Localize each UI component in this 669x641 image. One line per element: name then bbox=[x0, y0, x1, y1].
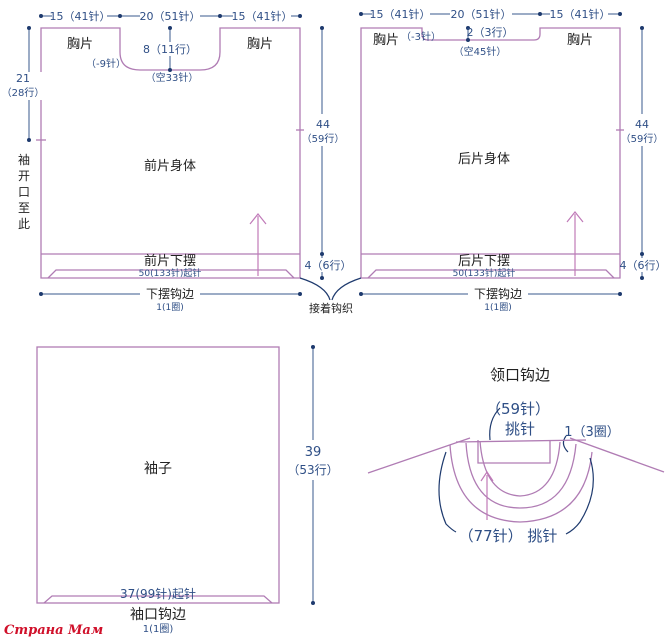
front-bottom-rounds: 1(1圈) bbox=[156, 302, 183, 313]
front-neck-decrease: （-9针） bbox=[86, 57, 126, 70]
front-bottom-label: 下摆钩边 bbox=[146, 287, 194, 301]
neckband-title: 领口钩边 bbox=[490, 366, 550, 384]
back-chest-right-label: 胸片 bbox=[567, 33, 593, 48]
back-neck-decrease: （-3针） bbox=[401, 30, 441, 43]
sleeve-cuff-rounds: 1(1圈) bbox=[143, 623, 174, 635]
front-hem-label: 前片下摆 bbox=[144, 253, 196, 269]
neck-outer-band bbox=[449, 444, 593, 523]
neckband-diagram: 领口钩边 （59针） 挑针 1（3圈） （77针） 挑针 bbox=[367, 366, 665, 545]
neck-bottom-leader-right bbox=[565, 457, 594, 535]
front-top-right-dim: 15（41针） bbox=[232, 9, 293, 23]
neck-rounds-leader bbox=[562, 435, 569, 453]
back-hem-rows: 4（6行） bbox=[620, 259, 667, 272]
neck-pick-bottom: （77针） 挑针 bbox=[459, 527, 558, 545]
front-piece: 15（41针） 20（51针） 15（41针） 胸片 胸片 8（11行） （-9… bbox=[2, 8, 352, 313]
front-outline bbox=[40, 27, 301, 279]
front-hem-rows: 4（6行） bbox=[305, 259, 352, 272]
back-neck-depth: 2（3行） bbox=[467, 26, 514, 39]
back-top-mid-dim: 20（51针） bbox=[451, 7, 512, 21]
front-left-dim-rows: （28行） bbox=[2, 86, 45, 99]
neck-rounds: 1（3圈） bbox=[564, 425, 620, 440]
back-top-left-dim: 15（41针） bbox=[370, 7, 431, 21]
back-right-dim-rows: （59行） bbox=[621, 132, 664, 145]
front-right-dim-rows: （59行） bbox=[302, 132, 345, 145]
back-outline bbox=[360, 27, 621, 279]
neck-top-leader bbox=[489, 407, 501, 441]
front-neck-depth: 8（11行） bbox=[143, 43, 197, 56]
neck-pick-top-label: 挑针 bbox=[505, 420, 535, 438]
front-body-label: 前片身体 bbox=[144, 158, 196, 174]
join-label: 接着钩织 bbox=[309, 301, 353, 315]
sleeve-dim-rows: （53行） bbox=[287, 463, 338, 477]
back-chest-left-label: 胸片 bbox=[373, 33, 399, 48]
neck-up-arrow bbox=[480, 470, 494, 520]
front-hem-cast: 50(133针)起针 bbox=[139, 267, 202, 279]
front-hem-cast-edge bbox=[47, 269, 295, 279]
front-right-dim-cm: 44 bbox=[316, 118, 330, 131]
back-bottom-label: 下摆钩边 bbox=[474, 287, 522, 301]
back-hem-label: 后片下摆 bbox=[458, 254, 510, 269]
front-top-mid-dim: 20（51针） bbox=[140, 9, 201, 23]
back-neck-empty: （空45针） bbox=[454, 45, 507, 58]
sleeve-opening-mark: 袖开口至此 bbox=[18, 152, 30, 231]
sleeve-outline bbox=[36, 346, 280, 604]
front-chest-right-label: 胸片 bbox=[247, 37, 273, 52]
back-bottom-rounds: 1(1圈) bbox=[484, 302, 511, 313]
sleeve-cast-edge bbox=[43, 595, 273, 604]
neck-bottom-leader-left bbox=[438, 451, 457, 533]
sleeve-piece: 袖子 37(99针)起针 袖口钩边 1(1圈) 39 （53行） bbox=[36, 345, 339, 635]
sleeve-body-label: 袖子 bbox=[144, 461, 172, 477]
front-chest-left-label: 胸片 bbox=[67, 37, 93, 52]
sleeve-cuff-label: 袖口钩边 bbox=[130, 607, 186, 623]
neck-middle-band bbox=[465, 442, 577, 509]
sleeve-dim-cm: 39 bbox=[305, 445, 322, 460]
neck-left-shoulder bbox=[367, 437, 471, 474]
back-body-label: 后片身体 bbox=[458, 151, 510, 167]
neck-opening bbox=[477, 440, 551, 464]
sleeve-cast-on: 37(99针)起针 bbox=[120, 586, 196, 601]
back-up-arrow bbox=[566, 211, 584, 276]
watermark-logo: Страна Мам bbox=[4, 623, 103, 638]
back-piece: 15（41针） 20（51针） 15（41针） 胸片 胸片 （-3针） 2（3行… bbox=[359, 6, 667, 313]
back-right-dim-cm: 44 bbox=[635, 118, 649, 131]
back-hem-cast: 50(133针)起针 bbox=[453, 267, 516, 279]
front-up-arrow bbox=[249, 213, 267, 276]
front-top-left-dim: 15（41针） bbox=[50, 9, 111, 23]
back-top-right-dim: 15（41针） bbox=[550, 7, 611, 21]
front-left-dim-cm: 21 bbox=[16, 72, 30, 85]
neck-right-shoulder bbox=[569, 437, 665, 473]
neck-inner-band bbox=[479, 440, 561, 497]
neck-pick-top-count: （59针） bbox=[486, 400, 550, 418]
back-hem-cast-edge bbox=[367, 269, 615, 279]
join-connector: 接着钩织 bbox=[299, 277, 362, 315]
front-neck-empty: （空33针） bbox=[146, 71, 199, 84]
